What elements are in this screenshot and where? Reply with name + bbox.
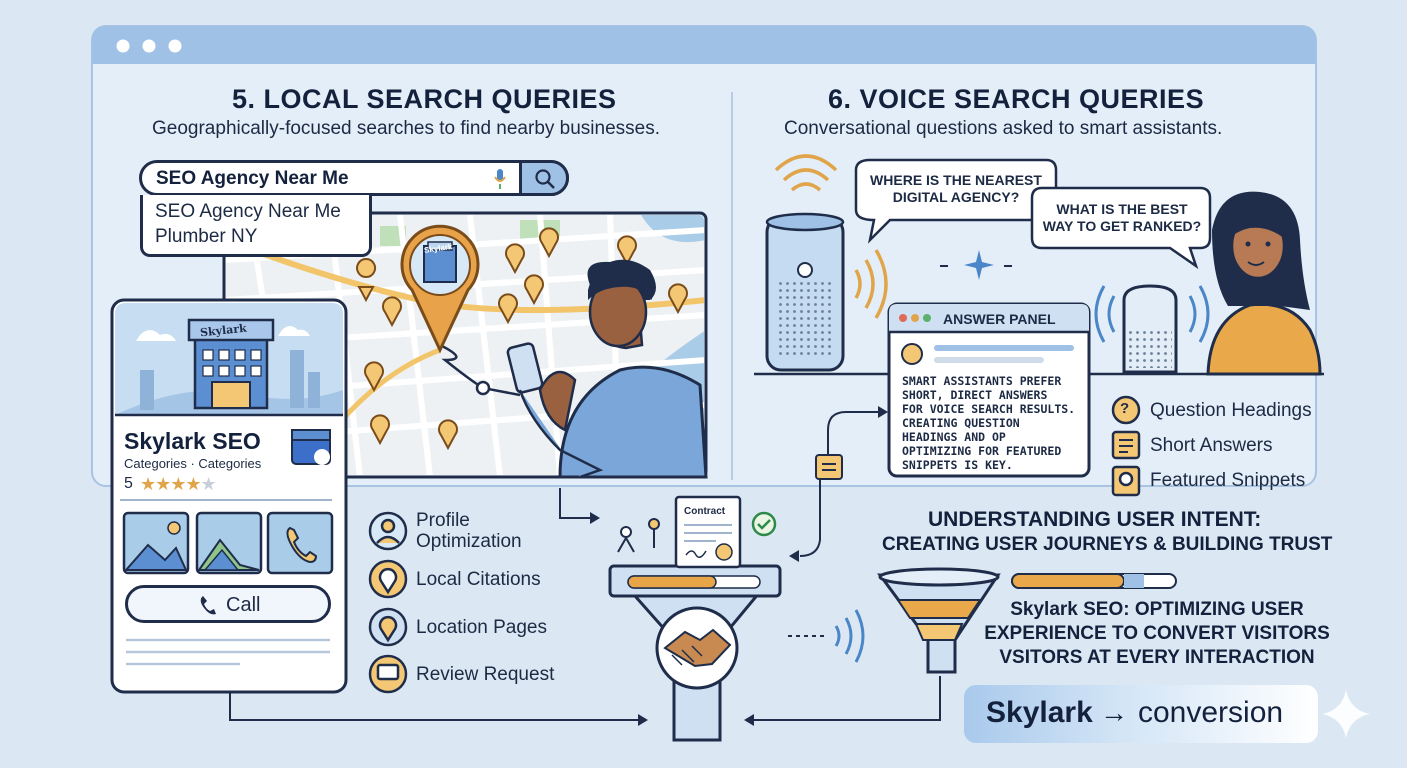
- bubble-line: WAY TO GET RANKED?: [1042, 218, 1202, 234]
- answer-panel-title: ANSWER PANEL: [943, 311, 1056, 327]
- conversion-cta-button[interactable]: Skylark → conversion: [964, 685, 1318, 743]
- business-card: [110, 298, 348, 694]
- answer-line: FOR VOICE SEARCH RESULTS.: [902, 402, 1076, 416]
- speech-bubbles: [854, 158, 1212, 270]
- rating-value: 5: [124, 475, 133, 492]
- feature-profile-optimization: Profile Optimization: [416, 510, 526, 553]
- search-button[interactable]: [519, 160, 569, 196]
- local-search-subtitle: Geographically-focused searches to find …: [152, 118, 661, 139]
- search-suggestions: SEO Agency Near Me Plumber NY: [140, 195, 372, 257]
- tip-question-headings: Question Headings: [1150, 400, 1312, 421]
- tip-short-answers: Short Answers: [1150, 435, 1273, 456]
- bubble-line: WHAT IS THE BEST: [1056, 201, 1188, 217]
- intent-subtitle: CREATING USER JOURNEYS & BUILDING TRUST: [882, 534, 1333, 555]
- intent-body: Skylark SEO: OPTIMIZING USER EXPERIENCE …: [974, 598, 1340, 670]
- voice-search-subtitle: Conversational questions asked to smart …: [784, 118, 1223, 139]
- search-icon: [534, 168, 556, 195]
- phone-icon: [198, 594, 218, 621]
- suggestion-item[interactable]: Plumber NY: [155, 226, 258, 247]
- conversion-funnel: [608, 495, 865, 742]
- tip-icons: [1111, 395, 1141, 497]
- business-name: Skylark SEO: [124, 428, 261, 454]
- microphone-icon[interactable]: [494, 168, 506, 189]
- feature-label: Profile Optimization: [416, 510, 522, 552]
- cta-word: conversion: [1138, 696, 1284, 729]
- feature-review-request: Review Request: [416, 664, 555, 685]
- feature-location-pages: Location Pages: [416, 617, 547, 638]
- local-search-title: 5. LOCAL SEARCH QUERIES: [232, 84, 617, 114]
- search-bar: [139, 160, 569, 196]
- cta-brand: Skylark: [986, 696, 1093, 729]
- speech-bubble-question-1: WHERE IS THE NEAREST DIGITAL AGENCY?: [870, 172, 1042, 206]
- answer-line: SHORT, DIRECT ANSWERS: [902, 388, 1048, 402]
- call-button[interactable]: Call: [125, 585, 331, 623]
- intent-title: UNDERSTANDING USER INTENT:: [928, 508, 1262, 531]
- answer-line: SMART ASSISTANTS PREFER: [902, 374, 1062, 388]
- bubble-line: DIGITAL AGENCY?: [892, 189, 1020, 205]
- intent-line: Skylark SEO: OPTIMIZING USER: [1010, 599, 1304, 620]
- suggestion-item[interactable]: SEO Agency Near Me: [155, 201, 341, 222]
- answer-line: SNIPPETS IS KEY.: [902, 458, 1013, 472]
- feature-local-citations: Local Citations: [416, 569, 541, 590]
- contract-title: Contract: [684, 506, 726, 517]
- call-label: Call: [226, 594, 261, 616]
- search-input[interactable]: [154, 166, 478, 192]
- question-icon: ?: [1120, 400, 1130, 417]
- intent-funnel: [877, 567, 1177, 674]
- intent-line: EXPERIENCE TO CONVERT VISITORS: [984, 623, 1330, 644]
- answer-line: CREATING QUESTION: [902, 416, 1020, 430]
- answer-panel-box: [887, 302, 1091, 478]
- speech-bubble-question-2: WHAT IS THE BEST WAY TO GET RANKED?: [1038, 201, 1206, 235]
- man-with-phone: [506, 259, 708, 479]
- tip-featured-snippets: Featured Snippets: [1150, 470, 1306, 491]
- voice-search-title: 6. VOICE SEARCH QUERIES: [828, 84, 1205, 114]
- answer-line: HEADINGS AND OP: [902, 430, 1006, 444]
- answer-panel-body: SMART ASSISTANTS PREFER SHORT, DIRECT AN…: [902, 374, 1075, 472]
- answer-line: OPTIMIZING FOR FEATURED: [902, 444, 1062, 458]
- feature-icons: [368, 511, 408, 694]
- arrow-right-icon: →: [1100, 697, 1128, 728]
- woman-with-speaker: [1094, 191, 1322, 376]
- business-categories: Categories · Categories: [124, 456, 262, 471]
- bubble-line: WHERE IS THE NEAREST: [870, 172, 1042, 188]
- ticket-icon: [815, 454, 843, 480]
- rating-stars-icon: ★★★★★: [140, 474, 217, 494]
- intent-line: VSITORS AT EVERY INTERACTION: [999, 647, 1315, 668]
